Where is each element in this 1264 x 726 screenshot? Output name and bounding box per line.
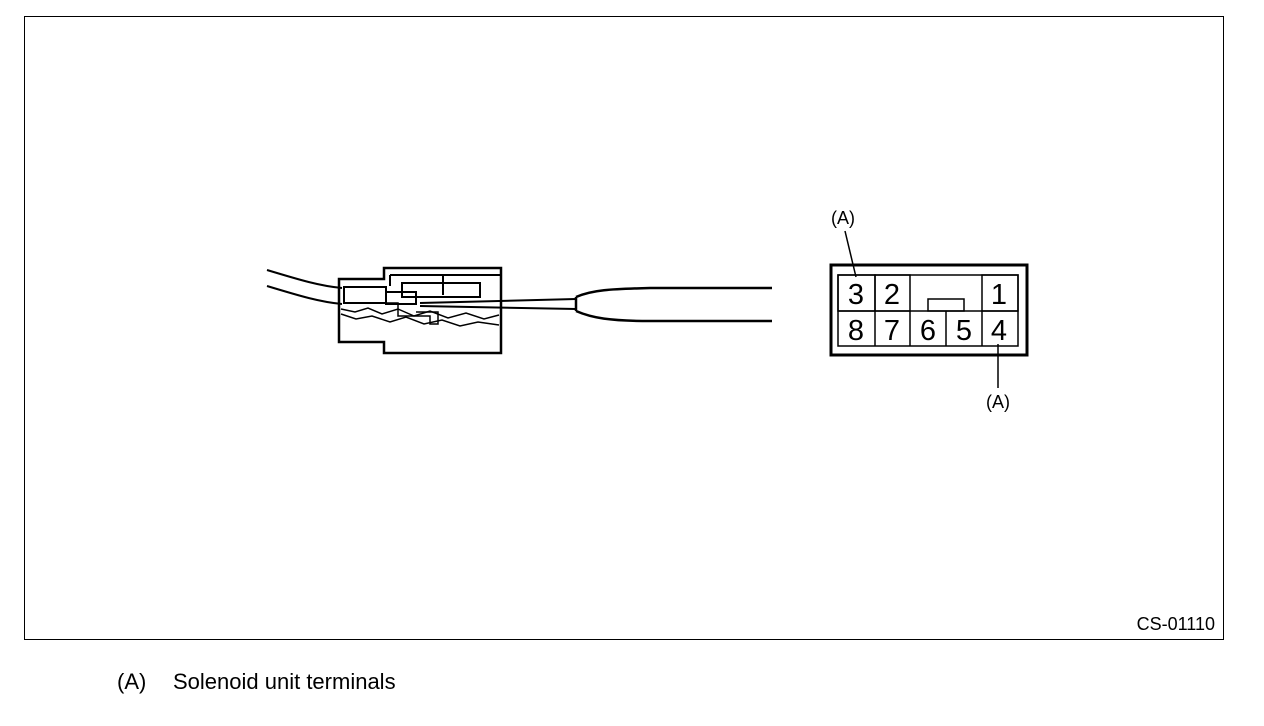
callout-label-bottom: (A) xyxy=(986,392,1010,412)
harness-wire xyxy=(266,269,343,289)
figure-frame: CS-01110 xyxy=(24,16,1224,640)
callout-leader-top xyxy=(844,230,857,278)
connector-front-outer xyxy=(829,263,1029,357)
cutaway-line xyxy=(340,313,500,327)
pin-label: 3 xyxy=(848,279,864,311)
pin-label: 5 xyxy=(956,315,972,347)
pin-label: 6 xyxy=(920,315,936,347)
figure-code: CS-01110 xyxy=(1136,614,1215,634)
terminal xyxy=(401,282,481,298)
pin-label: 4 xyxy=(991,315,1007,347)
legend-text: Solenoid unit terminals xyxy=(173,669,396,694)
callout-label-top: (A) xyxy=(831,208,855,228)
legend-key: (A) xyxy=(117,669,147,694)
pin-label: 1 xyxy=(991,279,1007,311)
connector-housing xyxy=(337,266,503,355)
legend: (A) Solenoid unit terminals xyxy=(117,669,396,695)
terminal xyxy=(343,286,387,304)
pin-label: 2 xyxy=(884,279,900,311)
latch-key xyxy=(927,298,965,312)
pin-label: 7 xyxy=(884,315,900,347)
pin-label: 8 xyxy=(848,315,864,347)
probe-needle xyxy=(419,298,577,310)
harness-wire xyxy=(266,285,343,305)
probe-body xyxy=(574,286,772,323)
